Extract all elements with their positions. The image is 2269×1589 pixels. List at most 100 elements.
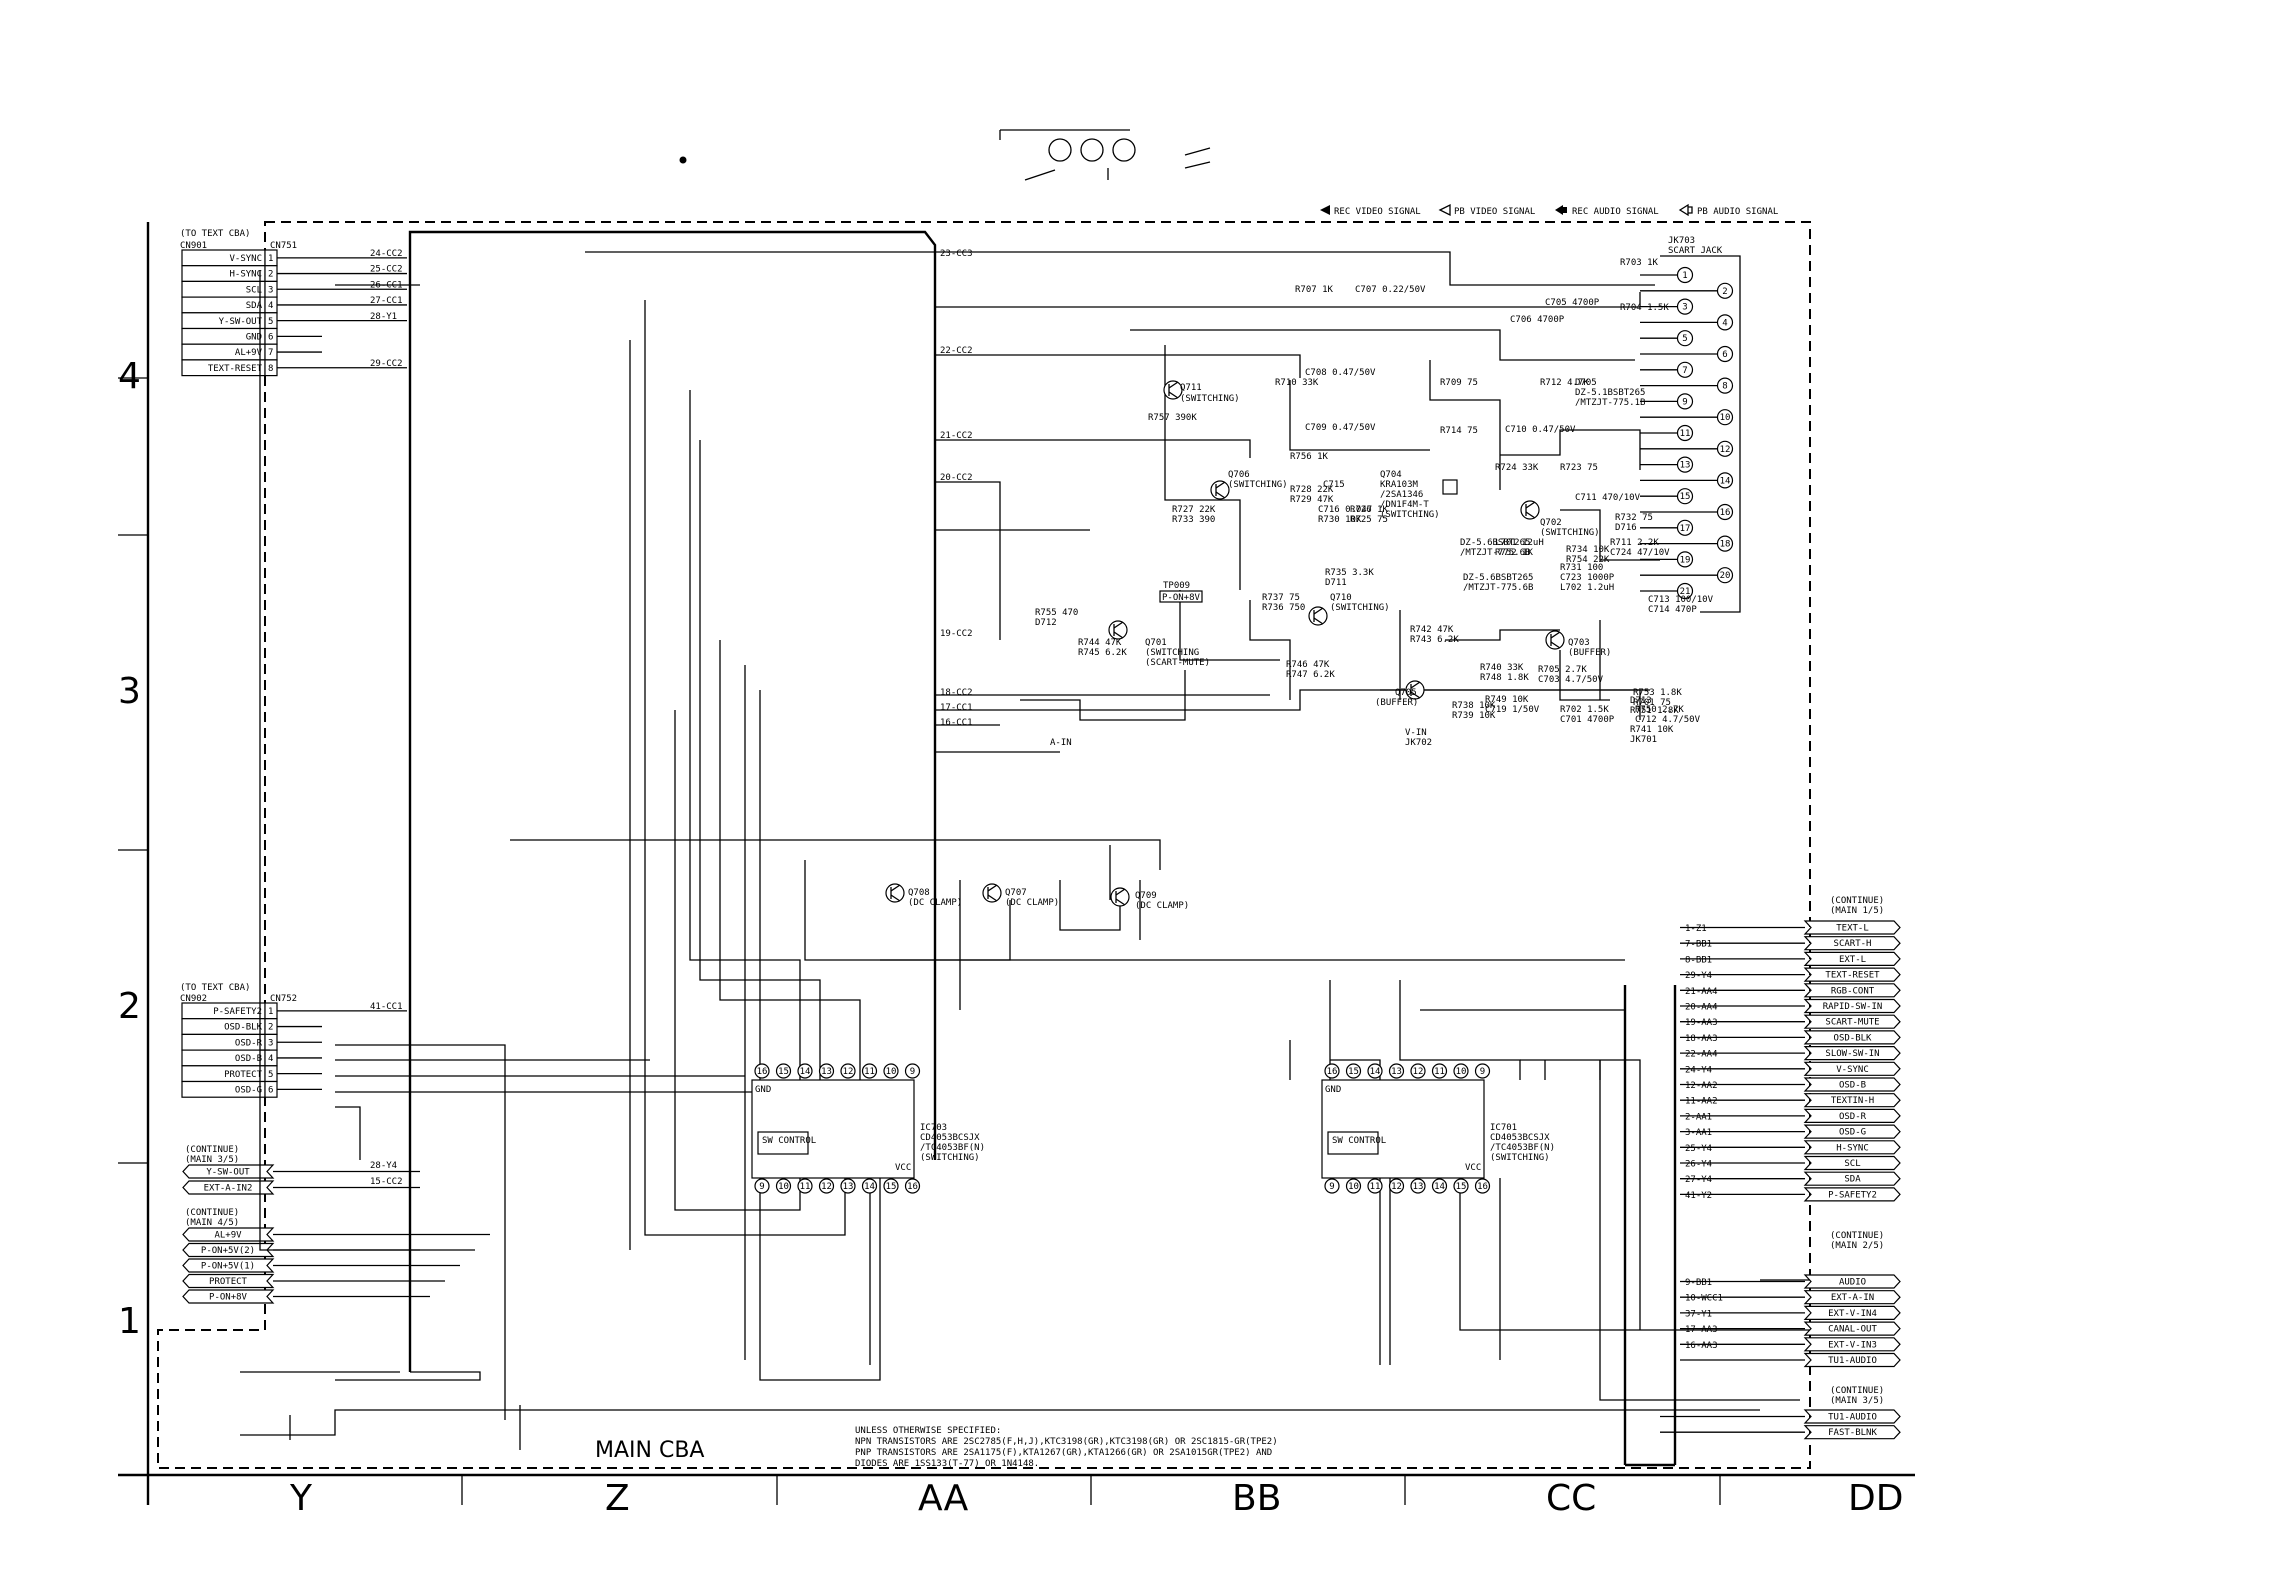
part-r748: R748 1.8K: [1480, 673, 1529, 683]
svg-text:(MAIN 1/5): (MAIN 1/5): [1830, 906, 1884, 916]
net-ref: 29-Y4: [1685, 971, 1712, 981]
ic701-role: (SWITCHING): [1490, 1153, 1550, 1163]
continue-right-tu1-audio: [1803, 1352, 1901, 1368]
svg-text:37-Y1: 37-Y1: [1685, 1309, 1712, 1319]
bus-net-19-cc2: 19-CC2: [940, 629, 973, 639]
scart-pin-16: [1716, 503, 1734, 521]
continue-right-ext-v-in3: [1803, 1337, 1901, 1352]
svg-text:11: 11: [1680, 429, 1691, 439]
cn752-pin-num: 4: [268, 1054, 273, 1064]
svg-text:13: 13: [821, 1067, 832, 1077]
svg-text:12: 12: [821, 1182, 832, 1192]
svg-text:12: 12: [1720, 445, 1731, 455]
q710-role: (SWITCHING): [1330, 603, 1390, 613]
part-c724: C724 47/10V: [1610, 548, 1670, 558]
continue-left-power-4: [182, 1289, 275, 1304]
continue-right-osd-blk-text: OSD-BLK: [1834, 1033, 1873, 1043]
svg-text:(CONTINUE): (CONTINUE): [1830, 896, 1884, 906]
part-r707: R707 1K: [1295, 285, 1334, 295]
part-r728: R728 22K: [1290, 485, 1334, 495]
part-c713: C713 100/10V: [1648, 595, 1714, 605]
svg-text:16: 16: [757, 1067, 768, 1077]
cn751-net: 24-CC2: [370, 249, 403, 259]
continue-right-text-l: [1803, 920, 1901, 935]
net-ref: 21-AA4: [1685, 987, 1718, 997]
svg-text:16: 16: [1720, 508, 1731, 518]
continue-right-tu1-audio-text: TU1-AUDIO: [1828, 1356, 1877, 1366]
part-mtzjt7756b: /MTZJT-775.6B: [1463, 583, 1533, 593]
cn751-pin-num: 6: [268, 333, 273, 343]
continue-left-power-0: [182, 1227, 275, 1242]
part-r739: R739 10K: [1452, 711, 1496, 721]
net-ref: 2-AA1: [1685, 1112, 1712, 1122]
part-c723: C723 1000P: [1560, 573, 1615, 583]
q708-role: (DC CLAMP): [908, 898, 962, 908]
q703-role: (BUFFER): [1568, 648, 1611, 658]
grid-col-dd: DD: [1848, 1478, 1903, 1519]
continue-right-p-safety2: [1803, 1187, 1901, 1202]
bus-net-17-cc1: 17-CC1: [940, 703, 973, 713]
part-r737: R737 75: [1262, 593, 1300, 603]
scart-pin-7: [1676, 361, 1694, 378]
svg-text:SW CONTROL: SW CONTROL: [1332, 1136, 1386, 1146]
q705-ref: Q705: [1395, 688, 1417, 698]
part-r702: R702 1.5K: [1560, 705, 1609, 715]
continue-right-textin-h: [1803, 1093, 1901, 1108]
svg-text:16: 16: [1327, 1067, 1338, 1077]
continue-main-3-left: (CONTINUE) (MAIN 3/5) Y-SW-OUT28-Y4EXT-A…: [182, 1145, 420, 1195]
part-r741: R741 10K: [1630, 725, 1674, 735]
q701-ref: Q701: [1145, 638, 1167, 648]
svg-text:(MAIN 3/5): (MAIN 3/5): [1830, 1396, 1884, 1406]
continue-right-sda-text: SDA: [1844, 1175, 1861, 1185]
scart-pin-3: [1676, 298, 1694, 315]
svg-text:16: 16: [907, 1182, 918, 1192]
part-d712: D712: [1035, 618, 1057, 628]
part-c719: C719 1/50V: [1485, 705, 1540, 715]
ic703: GND SW CONTROL VCC IC703 CD4053BCSJX /TC…: [751, 1063, 985, 1194]
part-c709: C709 0.47/50V: [1305, 423, 1376, 433]
part-r747: R747 6.2K: [1286, 670, 1335, 680]
part-c711: C711 470/10V: [1575, 493, 1641, 503]
svg-text:10: 10: [1456, 1067, 1467, 1077]
net-ref: 24-Y4: [1685, 1065, 1712, 1075]
svg-text:4: 4: [1722, 318, 1727, 328]
continue-right-h-sync: [1803, 1140, 1901, 1155]
continue-right-textin-h-text: TEXTIN-H: [1831, 1096, 1874, 1106]
cn751-pin-text: V-SYNC: [229, 254, 262, 264]
continue-right-text-reset-text: TEXT-RESET: [1825, 971, 1880, 981]
part-r705: R705 2.7K: [1538, 665, 1587, 675]
part-r712: R712 4.7K: [1540, 378, 1589, 388]
cn751-pin-text: SCL: [246, 285, 262, 295]
part-r749: R749 10K: [1485, 695, 1529, 705]
part-r709: R709 75: [1440, 378, 1478, 388]
net-ref: 1-Z1: [1685, 924, 1707, 934]
part-r711: R711 2.2K: [1610, 538, 1659, 548]
part-c714: C714 470P: [1648, 605, 1697, 615]
legend-rec-audio: REC AUDIO SIGNAL: [1572, 207, 1659, 217]
continue-left-power-3: [182, 1273, 275, 1289]
cn751-pin-text: Y-SW-OUT: [219, 317, 263, 327]
q706-role: (SWITCHING): [1228, 480, 1288, 490]
svg-text:9: 9: [759, 1182, 764, 1192]
svg-text:14: 14: [1370, 1067, 1381, 1077]
svg-text:VCC: VCC: [895, 1163, 911, 1173]
signal-legend: REC VIDEO SIGNAL PB VIDEO SIGNAL REC AUD…: [1320, 203, 1778, 217]
part-r724: R724 33K: [1495, 463, 1539, 473]
scart-pin-18: [1716, 535, 1734, 552]
part-r727: R727 22K: [1172, 505, 1216, 515]
part-r703: R703 1K: [1620, 258, 1659, 268]
svg-text:2: 2: [1722, 287, 1727, 297]
net-ref: 3-AA1: [1685, 1128, 1712, 1138]
continue-left-y-sw-out-text: Y-SW-OUT: [206, 1168, 250, 1178]
cn752-pin-num: 2: [268, 1023, 273, 1033]
continue-right-fast-blnk: [1803, 1425, 1901, 1440]
scart-pin-13: [1676, 456, 1694, 473]
continue-right-rapid-sw-in: [1803, 998, 1901, 1014]
svg-text:11: 11: [864, 1067, 875, 1077]
svg-text:18: 18: [1720, 540, 1731, 550]
main-cba-outline: [157, 221, 1811, 1469]
scart-pin-17: [1676, 519, 1694, 536]
ic701-alt: /TC4053BF(N): [1490, 1143, 1555, 1153]
